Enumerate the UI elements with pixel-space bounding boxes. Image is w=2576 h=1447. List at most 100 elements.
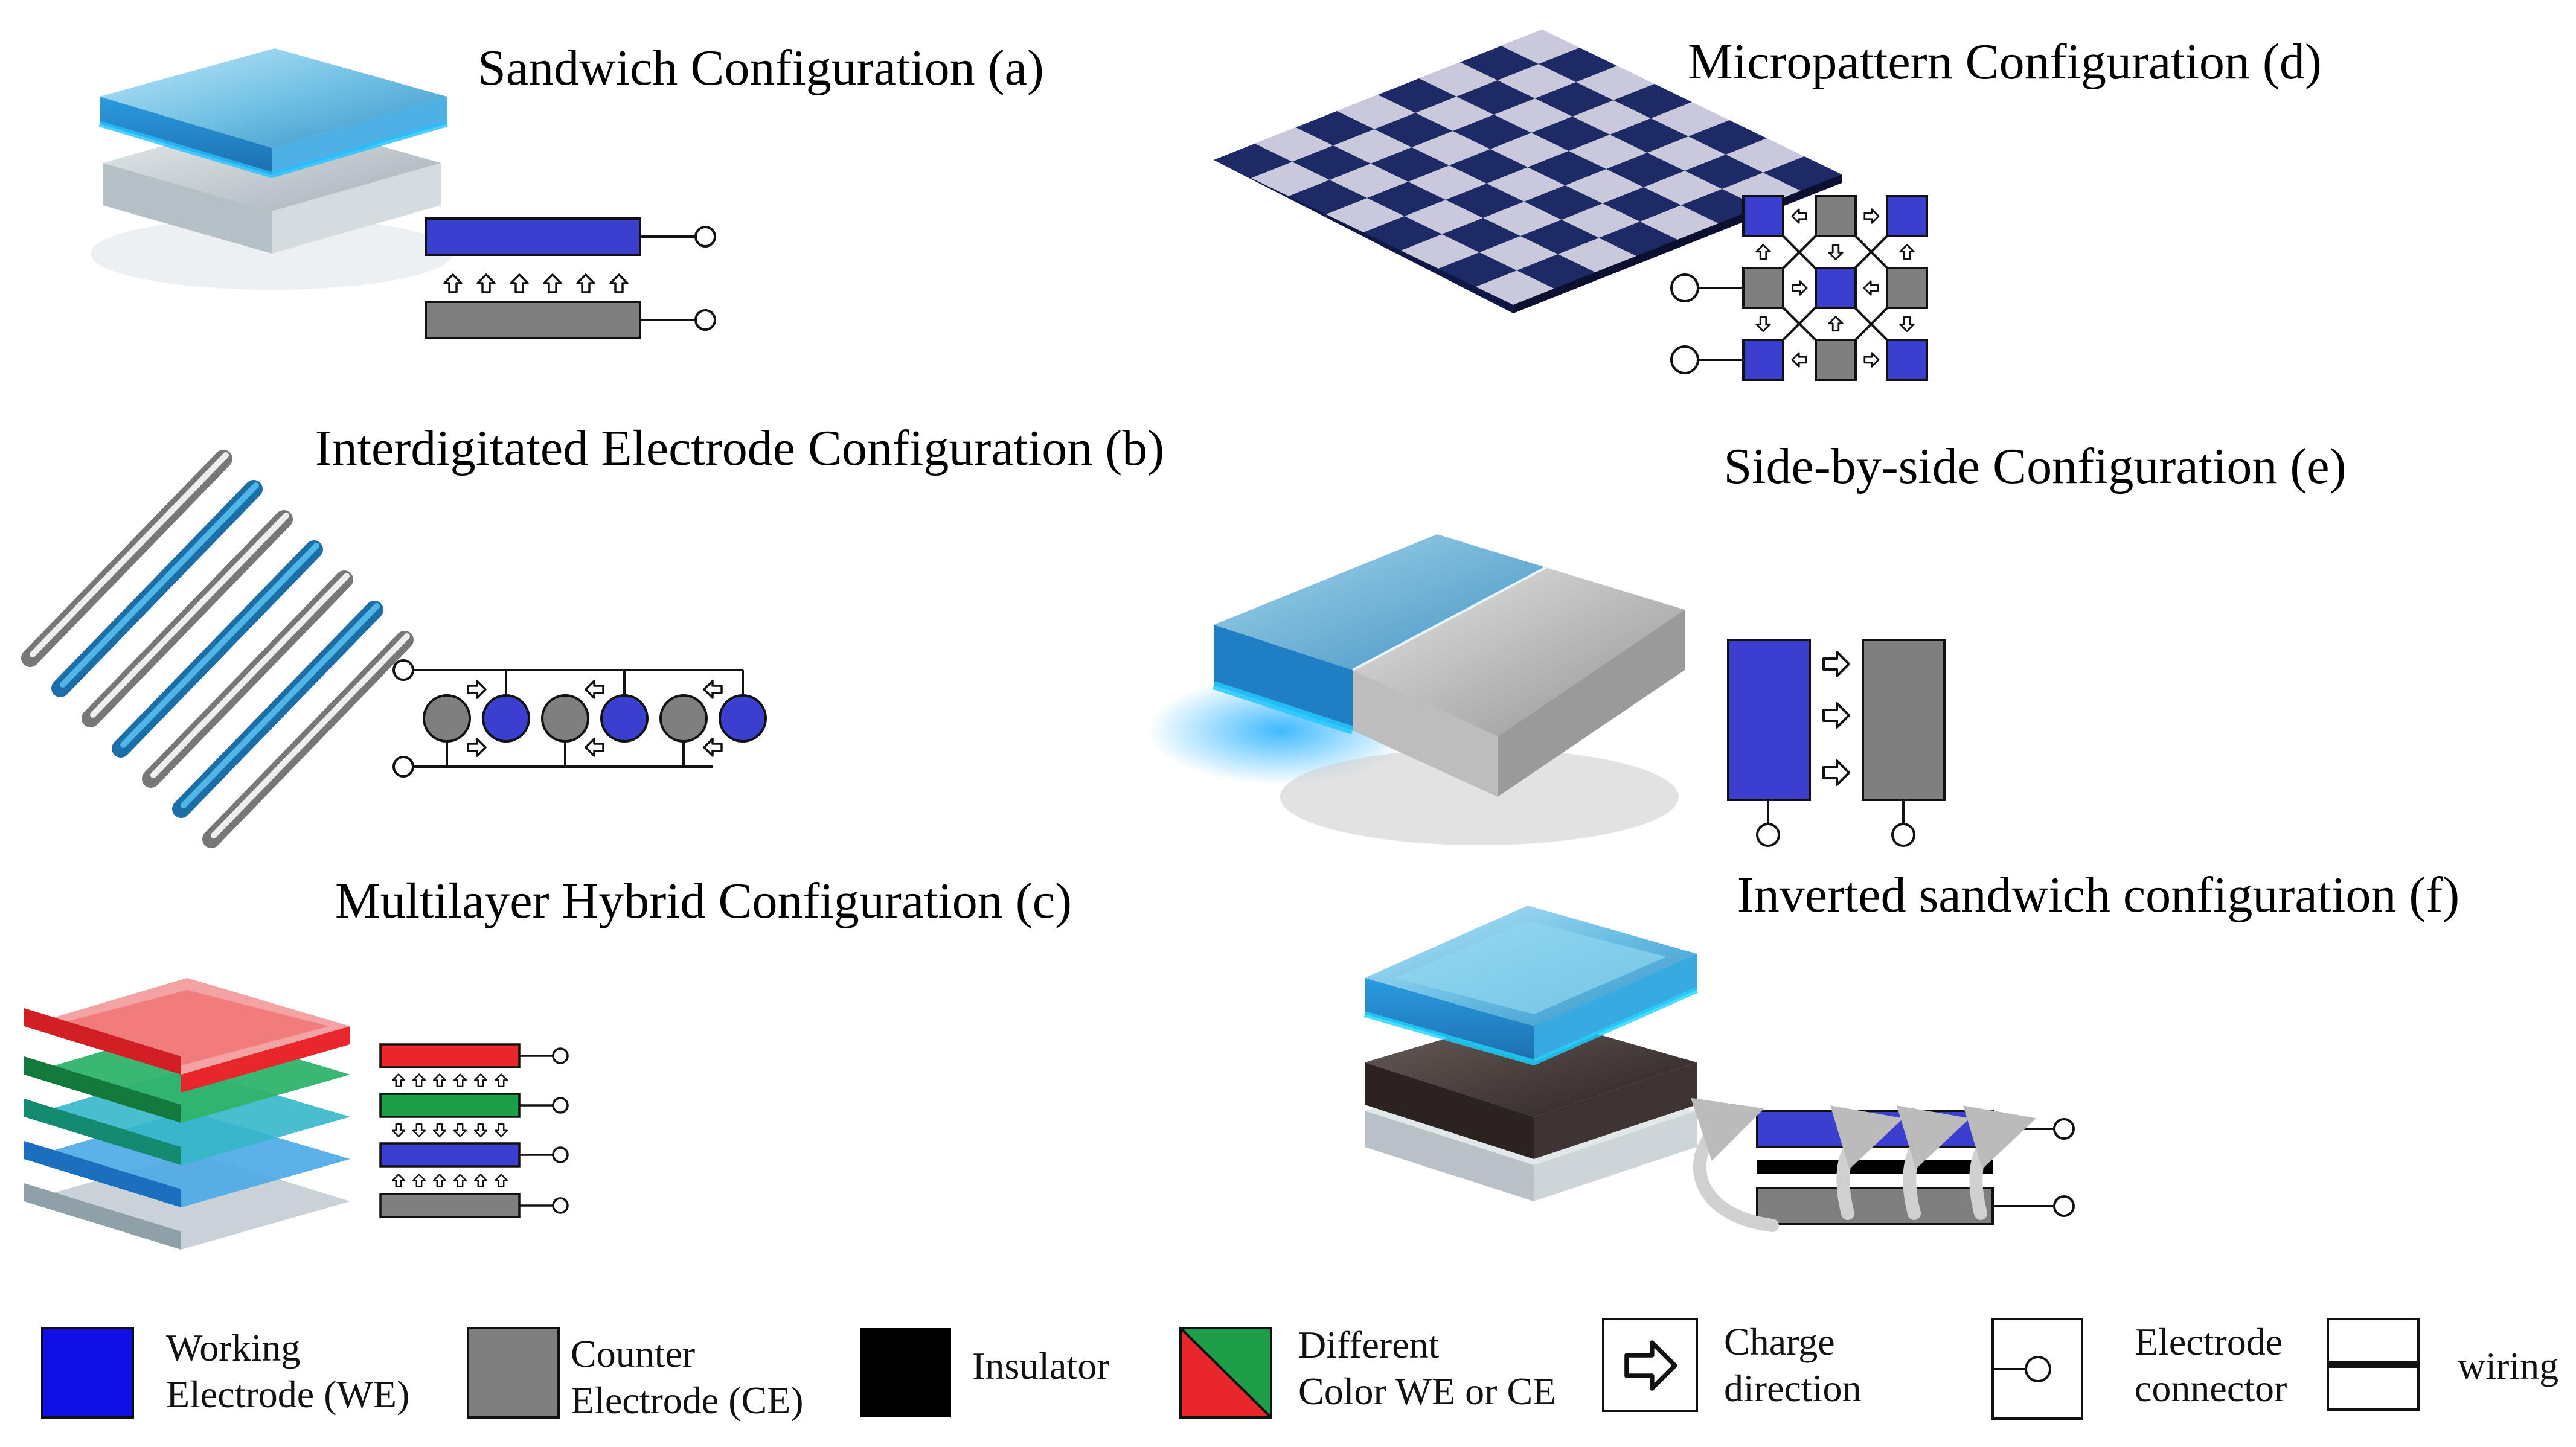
checker-tile bbox=[1528, 151, 1606, 185]
checker-tile bbox=[1438, 252, 1517, 287]
legend-wiring-label: wiring bbox=[2458, 1343, 2558, 1390]
legend-we-line1: Working bbox=[166, 1326, 301, 1369]
checker-tile bbox=[1476, 270, 1554, 305]
micro-working-electrode bbox=[1742, 195, 1784, 237]
checker-tile bbox=[1651, 102, 1729, 136]
inverted-sandwich-illustration bbox=[1363, 906, 1699, 1201]
micro-counter-electrode bbox=[1815, 339, 1857, 381]
legend-charge-swatch bbox=[1602, 1318, 1698, 1412]
legend-ce-line1: Counter bbox=[571, 1332, 696, 1375]
legend-we-label: Working Electrode (WE) bbox=[166, 1325, 409, 1418]
checker-tile bbox=[1685, 155, 1763, 189]
legend-charge-line1: Charge bbox=[1724, 1320, 1835, 1363]
checker-tile bbox=[1401, 234, 1479, 269]
checker-tile bbox=[1498, 64, 1576, 98]
legend-charge-line2: direction bbox=[1724, 1366, 1862, 1410]
checker-tile bbox=[1535, 82, 1613, 117]
checker-tile bbox=[1449, 149, 1528, 184]
connector-icon bbox=[694, 309, 716, 331]
checker-tile bbox=[1490, 133, 1569, 167]
connector-icon bbox=[2025, 1356, 2051, 1382]
legend-ce-label: Counter Electrode (CE) bbox=[571, 1331, 804, 1424]
checker-tile bbox=[1517, 254, 1595, 289]
checker-tile bbox=[1603, 187, 1681, 222]
side-working-electrode bbox=[1727, 639, 1811, 801]
micro-counter-electrode bbox=[1742, 267, 1784, 309]
checker-tile bbox=[1446, 184, 1524, 218]
checker-tile bbox=[1562, 203, 1640, 238]
legend-insulator-label: Insulator bbox=[972, 1343, 1110, 1390]
legend-ce-swatch bbox=[467, 1327, 560, 1419]
micro-working-electrode bbox=[1815, 267, 1857, 309]
micro-counter-electrode bbox=[1886, 267, 1928, 309]
checker-tile bbox=[1479, 236, 1558, 270]
side-by-side-blocks-illustration bbox=[1147, 534, 1685, 845]
panel-e-side-by-side: Side-by-side Configuration (e) bbox=[1147, 438, 2347, 847]
checker-tile bbox=[1415, 97, 1494, 131]
checkerboard-illustration bbox=[1214, 30, 1842, 313]
legend-wiring-swatch bbox=[2327, 1318, 2420, 1411]
panel-d-title: Micropattern Configuration (d) bbox=[1688, 34, 2322, 90]
legend-connector-line1: Electrode bbox=[2135, 1320, 2283, 1363]
checker-tile bbox=[1576, 66, 1655, 100]
panel-b-title: Interdigitated Electrode Configuration (… bbox=[315, 420, 1165, 476]
panel-a-title: Sandwich Configuration (a) bbox=[478, 40, 1044, 96]
micro-working-electrode bbox=[1742, 339, 1784, 381]
legend-color-swatch bbox=[1179, 1327, 1272, 1419]
checker-tile bbox=[1606, 153, 1685, 187]
checker-tile bbox=[1647, 136, 1726, 171]
legend-insulator-swatch bbox=[860, 1328, 951, 1417]
checker-tile bbox=[1419, 62, 1498, 97]
checker-tile bbox=[1408, 165, 1487, 200]
electrode-rod bbox=[172, 601, 383, 818]
curved-charge-arrows bbox=[1690, 1097, 2037, 1232]
electrode-rod bbox=[21, 450, 232, 667]
legend bbox=[41, 1318, 2420, 1420]
checker-tile bbox=[1520, 220, 1599, 254]
side-by-side-schematic bbox=[1727, 639, 1946, 847]
checker-tile bbox=[1333, 129, 1412, 164]
checker-tile bbox=[1610, 118, 1688, 153]
legend-color-line1: Different bbox=[1298, 1323, 1440, 1366]
legend-connector-label: Electrode connector bbox=[2135, 1319, 2287, 1412]
legend-insulator-line1: Insulator bbox=[972, 1344, 1110, 1387]
id-working-electrode bbox=[719, 694, 767, 743]
electrode-rod bbox=[51, 480, 263, 697]
connector-icon bbox=[1670, 345, 1699, 374]
checker-tile bbox=[1531, 117, 1610, 151]
checker-tile bbox=[1644, 171, 1722, 205]
checker-tile bbox=[1558, 238, 1636, 272]
checker-tile bbox=[1378, 78, 1456, 113]
micro-counter-electrode bbox=[1815, 195, 1857, 237]
multilayer-stack-illustration bbox=[24, 978, 350, 1250]
micro-working-electrode bbox=[1886, 195, 1928, 237]
checker-tile bbox=[1539, 48, 1617, 82]
checker-tile bbox=[1214, 144, 1292, 178]
electrode-rod bbox=[82, 510, 293, 727]
connector-icon bbox=[694, 226, 716, 248]
checker-tile bbox=[1337, 95, 1415, 129]
sandwich-working-electrode bbox=[425, 217, 641, 256]
checker-tile bbox=[1726, 138, 1804, 173]
id-counter-electrode bbox=[659, 694, 708, 743]
legend-connector-line2: connector bbox=[2135, 1366, 2287, 1410]
checker-tile bbox=[1255, 127, 1333, 162]
legend-we-line2: Electrode (WE) bbox=[166, 1372, 410, 1416]
checker-tile bbox=[1572, 100, 1651, 135]
checker-tile bbox=[1442, 218, 1520, 252]
checker-tile bbox=[1565, 169, 1644, 203]
checker-tile bbox=[1599, 222, 1677, 256]
checker-tile bbox=[1363, 216, 1442, 251]
micro-working-electrode bbox=[1886, 339, 1928, 381]
connector-icon bbox=[392, 659, 414, 681]
connector-icon bbox=[1670, 273, 1699, 302]
checker-tile bbox=[1681, 189, 1760, 223]
inverted-sandwich-schematic bbox=[1690, 1097, 2075, 1232]
checker-tile bbox=[1453, 115, 1531, 149]
electrode-rod bbox=[202, 631, 414, 848]
checker-tile bbox=[1330, 164, 1408, 198]
id-counter-electrode bbox=[423, 694, 471, 743]
panel-d-micropattern: Micropattern Configuration (d) bbox=[1214, 30, 2322, 381]
checker-tile bbox=[1296, 111, 1374, 145]
checker-tile bbox=[1494, 98, 1572, 133]
